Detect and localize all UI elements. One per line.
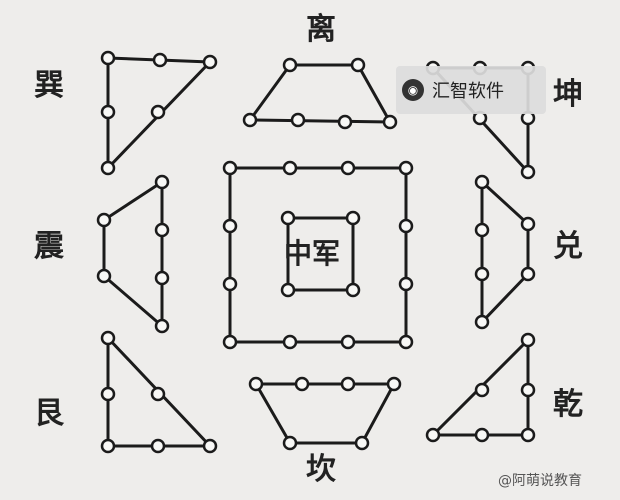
kan-formation bbox=[248, 376, 402, 451]
watermark-text: 汇智软件 bbox=[432, 81, 504, 102]
gen-formation bbox=[100, 330, 218, 454]
qian-formation bbox=[425, 332, 536, 443]
zhen-formation bbox=[96, 174, 170, 334]
label-dui: 兑 bbox=[553, 229, 583, 264]
xun-formation bbox=[100, 50, 218, 176]
label-zhen: 震 bbox=[34, 229, 64, 264]
label-kun: 坤 bbox=[553, 77, 583, 112]
dui-formation bbox=[474, 174, 536, 330]
label-li: 离 bbox=[306, 12, 336, 47]
outer-square-formation bbox=[222, 160, 414, 350]
li-formation bbox=[242, 57, 398, 130]
label-gen: 艮 bbox=[34, 396, 64, 431]
label-xun: 巽 bbox=[34, 68, 64, 103]
watermark-badge: ◉ 汇智软件 bbox=[396, 66, 546, 114]
label-kan: 坎 bbox=[306, 452, 336, 487]
inner-square-formation bbox=[280, 210, 361, 298]
credit-text: @阿萌说教育 bbox=[498, 473, 582, 489]
label-qian: 乾 bbox=[553, 387, 583, 422]
label-center: 中军 bbox=[284, 237, 341, 270]
game-controller-icon: ◉ bbox=[402, 79, 424, 101]
